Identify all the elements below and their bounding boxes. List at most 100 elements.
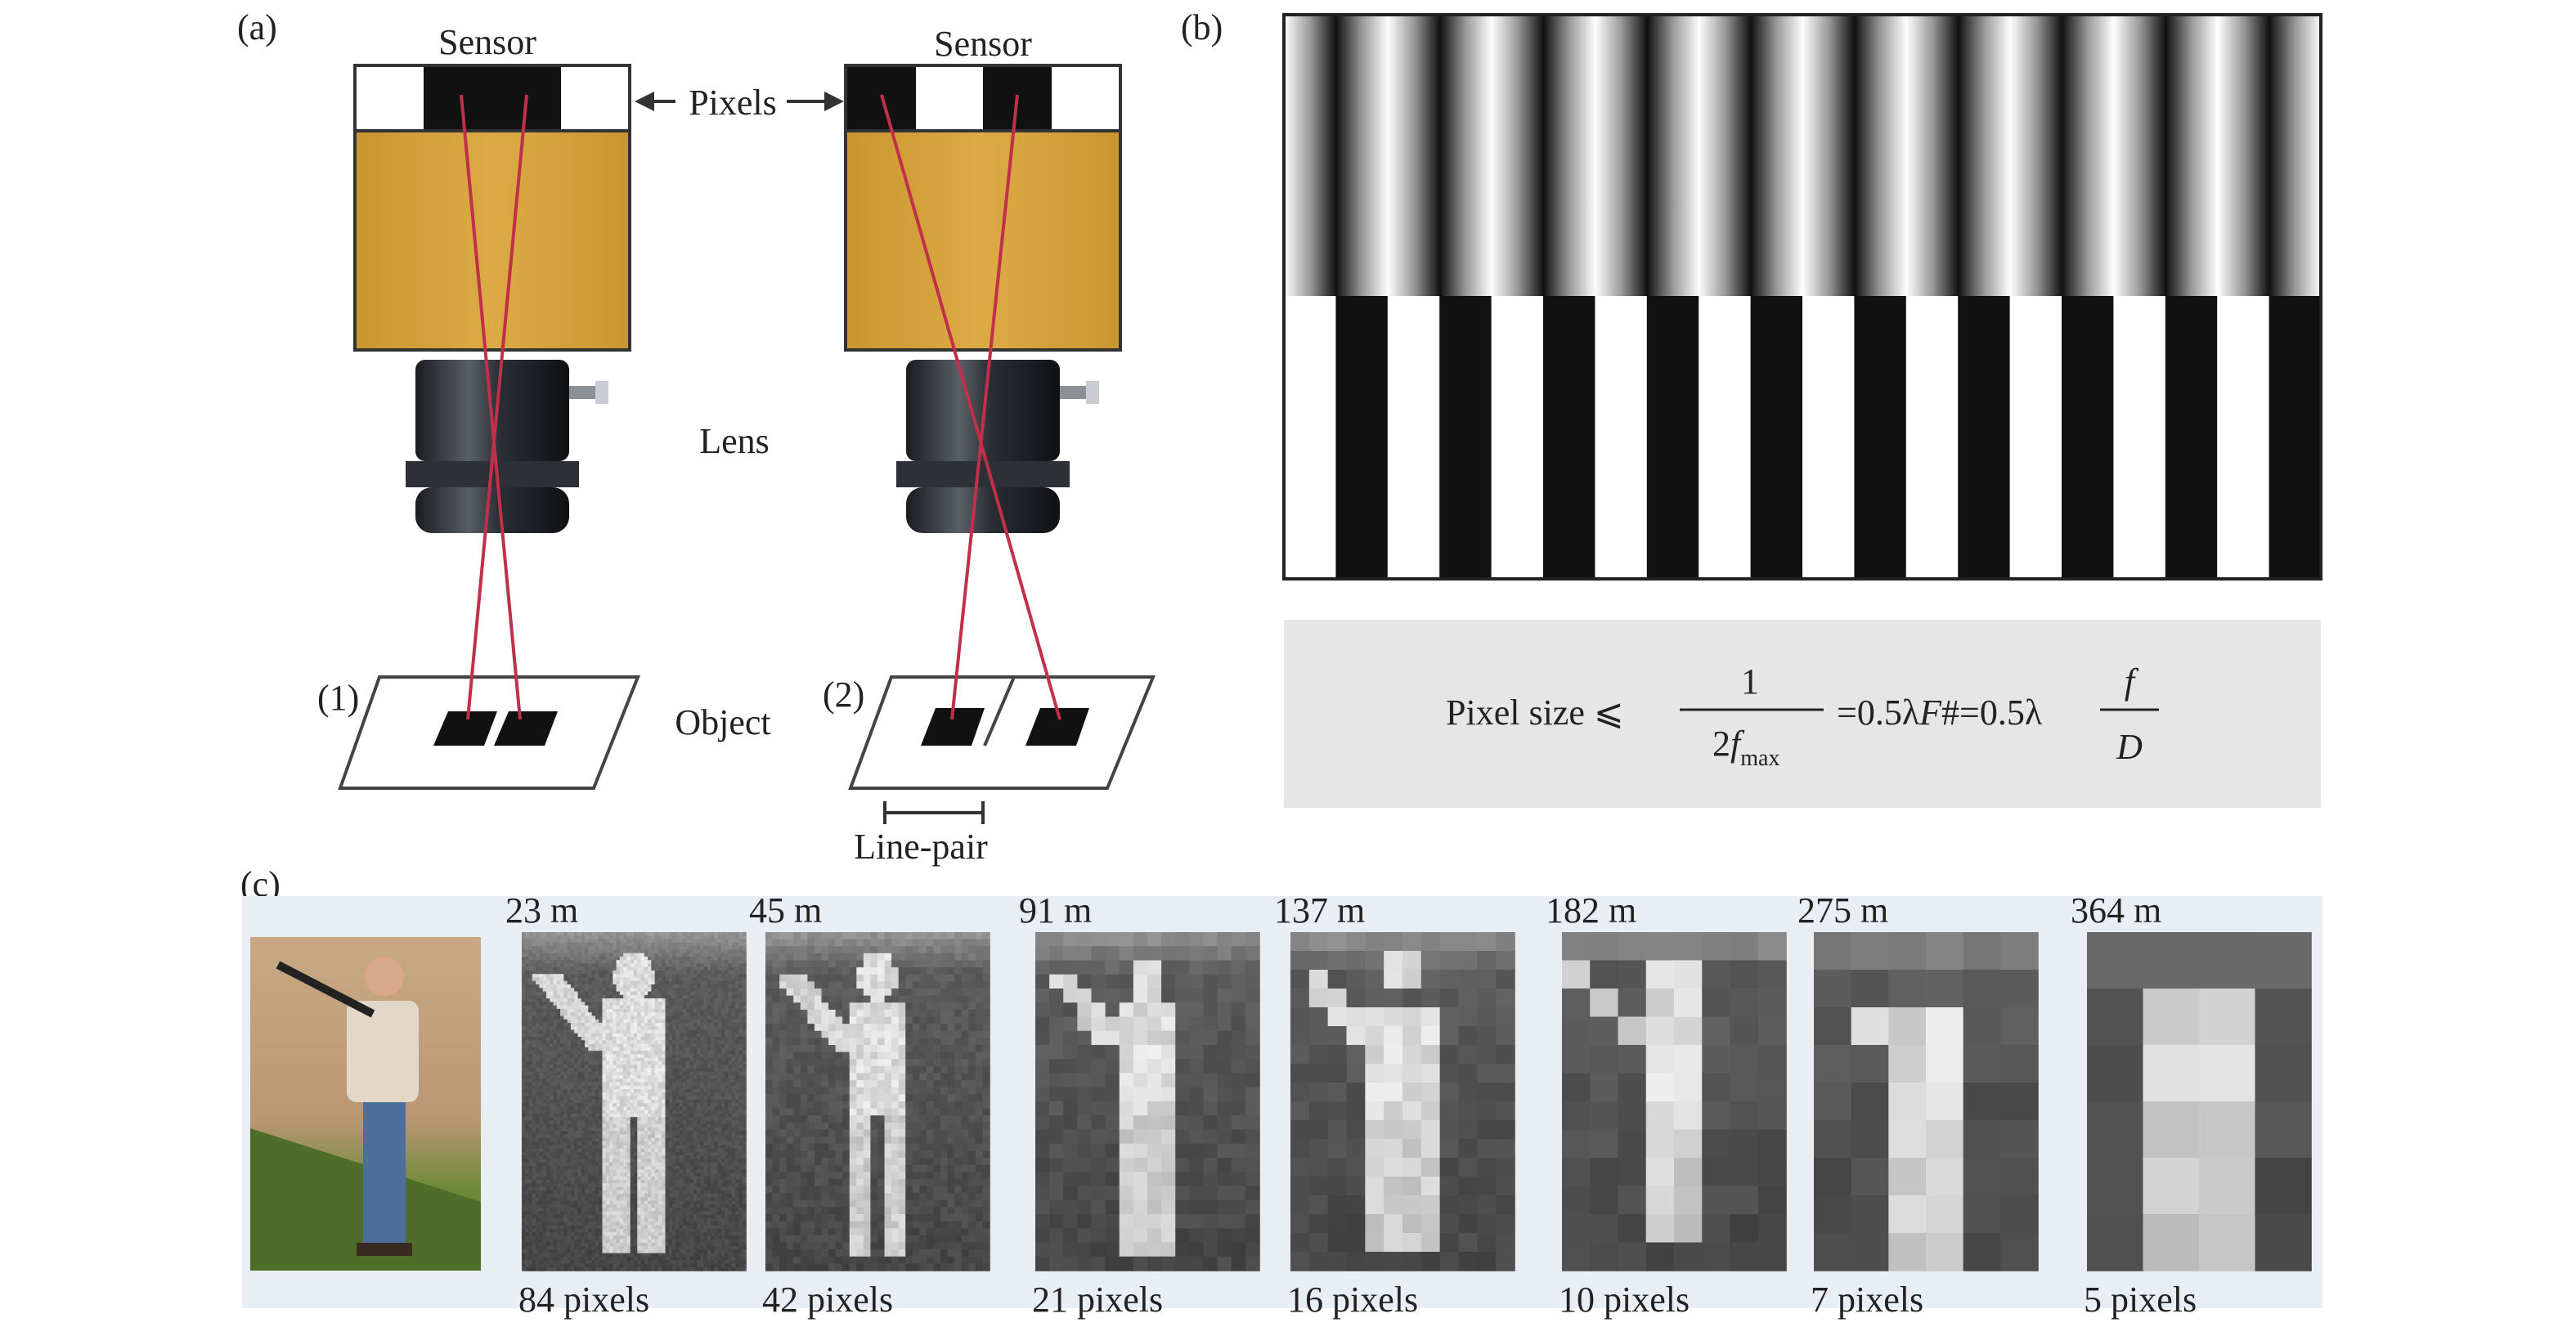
thermal-cell bbox=[693, 1054, 698, 1059]
thermal-cell bbox=[577, 1082, 582, 1087]
thermal-cell bbox=[602, 1190, 607, 1195]
thermal-cell bbox=[648, 970, 653, 975]
thermal-cell bbox=[644, 966, 648, 971]
thermal-cell bbox=[522, 1128, 527, 1132]
thermal-cell bbox=[689, 956, 694, 961]
thermal-cell bbox=[545, 1253, 551, 1258]
thermal-cell bbox=[599, 1141, 604, 1146]
thermal-cell bbox=[682, 1235, 688, 1240]
thermal-cell bbox=[651, 1176, 656, 1181]
thermal-cell bbox=[616, 1065, 621, 1069]
thermal-cell bbox=[662, 1222, 666, 1226]
thermal-cell bbox=[605, 963, 610, 968]
thermal-cell bbox=[686, 1141, 691, 1146]
thermal-cell bbox=[682, 1131, 688, 1136]
thermal-cell bbox=[662, 1002, 666, 1006]
thermal-cell bbox=[634, 1060, 639, 1065]
thermal-cell bbox=[613, 1165, 617, 1171]
thermal-cell bbox=[563, 1180, 568, 1185]
thermal-cell bbox=[634, 998, 639, 1003]
thermal-cell bbox=[577, 1151, 582, 1156]
plane-fold bbox=[983, 676, 1016, 746]
lens-front-1 bbox=[415, 487, 569, 533]
thermal-cell bbox=[648, 1113, 653, 1119]
thermal-cell bbox=[556, 1078, 561, 1083]
thermal-cell bbox=[626, 1141, 631, 1146]
thermal-cell bbox=[560, 984, 565, 989]
thermal-cell bbox=[550, 1029, 554, 1034]
thermal-cell bbox=[662, 998, 666, 1003]
object-bar bbox=[1025, 708, 1089, 746]
thermal-cell bbox=[654, 1214, 659, 1219]
thermal-cell bbox=[591, 1047, 596, 1051]
thermal-cell bbox=[619, 1099, 624, 1104]
thermal-cell bbox=[630, 942, 635, 947]
thermal-cell bbox=[542, 1222, 547, 1226]
thermal-cell bbox=[657, 1256, 663, 1261]
thermal-cell bbox=[668, 1260, 673, 1265]
thermal-cell bbox=[634, 1159, 639, 1163]
thermal-cell bbox=[616, 1242, 621, 1247]
thermal-cell bbox=[697, 1060, 702, 1065]
thermal-cell bbox=[570, 1074, 576, 1080]
thermal-cell bbox=[637, 1169, 642, 1174]
thermal-cell bbox=[619, 1089, 624, 1094]
thermal-cell bbox=[556, 1085, 561, 1090]
thermal-cell bbox=[550, 966, 554, 971]
thermal-cell bbox=[697, 991, 702, 996]
thermal-cell bbox=[616, 1180, 621, 1185]
thermal-cell bbox=[560, 991, 565, 996]
thermal-cell bbox=[662, 994, 666, 999]
thermal-cell bbox=[675, 1113, 680, 1119]
thermal-cell bbox=[613, 935, 617, 940]
thermal-cell bbox=[630, 1194, 635, 1199]
thermal-cell bbox=[697, 1005, 702, 1010]
thermal-cell bbox=[675, 1148, 680, 1153]
thermal-cell bbox=[644, 1047, 648, 1051]
thermal-cell bbox=[581, 1263, 586, 1268]
thermal-cell bbox=[654, 1208, 659, 1213]
thermal-cell bbox=[662, 1214, 666, 1219]
thermal-cell bbox=[679, 1260, 684, 1265]
thermal-cell bbox=[640, 1074, 645, 1080]
thermal-cell bbox=[609, 1110, 614, 1114]
thermal-cell bbox=[563, 980, 568, 985]
thermal-cell bbox=[560, 1204, 565, 1208]
thermal-cell bbox=[613, 942, 617, 947]
thermal-cell bbox=[634, 1074, 639, 1080]
thermal-cell bbox=[634, 1197, 639, 1202]
thermal-cell bbox=[613, 939, 617, 944]
thermal-cell bbox=[599, 991, 604, 996]
thermal-cell bbox=[665, 1228, 670, 1233]
thermal-cell bbox=[634, 946, 639, 951]
thermal-cell bbox=[532, 1228, 536, 1233]
thermal-cell bbox=[532, 1047, 536, 1051]
thermal-cell bbox=[640, 1068, 645, 1073]
thermal-cell bbox=[588, 1037, 593, 1042]
thermal-cell bbox=[581, 1060, 586, 1065]
thermal-cell bbox=[545, 1246, 551, 1251]
thermal-cell bbox=[574, 980, 579, 985]
thermal-cell bbox=[522, 1225, 527, 1230]
thermal-cell bbox=[623, 1008, 628, 1013]
thermal-cell bbox=[662, 935, 666, 940]
thermal-cell bbox=[542, 1180, 547, 1185]
thermal-cell bbox=[577, 1089, 582, 1094]
thermal-cell bbox=[626, 1005, 631, 1010]
thermal-cell bbox=[651, 994, 656, 999]
thermal-cell bbox=[630, 1092, 635, 1097]
thermal-cell bbox=[654, 1253, 659, 1258]
thermal-cell bbox=[553, 1176, 558, 1181]
thermal-cell bbox=[525, 1008, 530, 1013]
thermal-cell bbox=[619, 1194, 624, 1199]
thermal-cell bbox=[686, 1253, 691, 1258]
thermal-cell bbox=[595, 953, 599, 957]
thermal-cell bbox=[525, 932, 530, 937]
thermal-cell bbox=[536, 1047, 541, 1051]
thermal-cell bbox=[640, 1092, 645, 1097]
thermal-cell bbox=[672, 1200, 677, 1205]
thermal-cell bbox=[613, 977, 617, 982]
thermal-cell bbox=[693, 1022, 698, 1028]
thermal-cell bbox=[613, 980, 617, 985]
thermal-cell bbox=[556, 1151, 561, 1156]
